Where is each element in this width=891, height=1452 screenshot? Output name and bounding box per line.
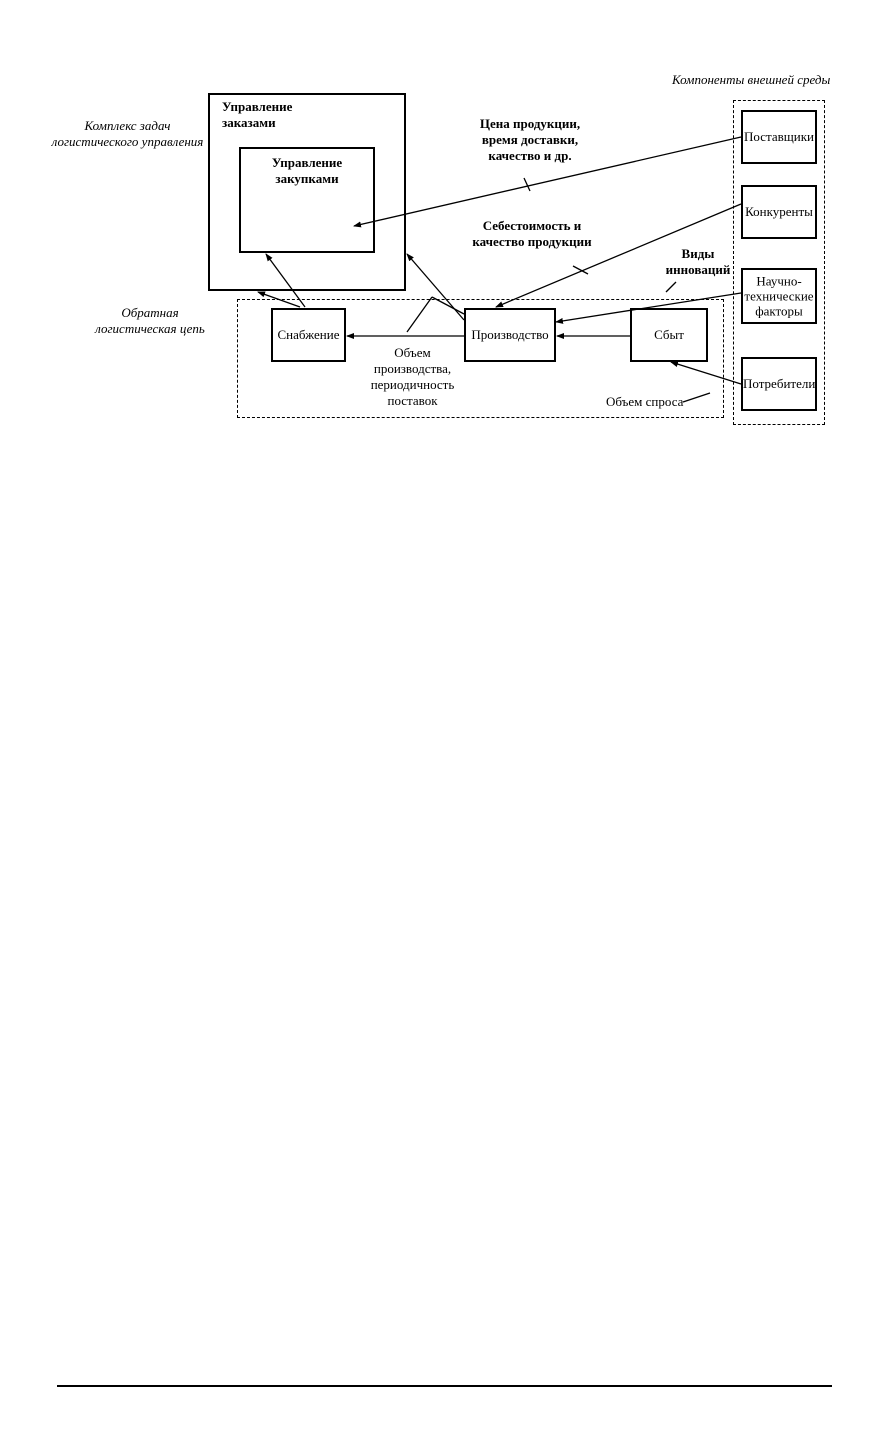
tick-cost: [572, 265, 589, 275]
supply-label: Снабжение: [277, 327, 340, 342]
page-bottom-rule: [57, 1385, 832, 1387]
tick-price: [523, 177, 531, 192]
purchase-management-box: Управление закупками: [239, 147, 375, 253]
reverse-chain-container: [237, 299, 724, 418]
external-environment-label: Компоненты внешней среды: [672, 72, 831, 87]
tick-innovations: [665, 281, 677, 293]
price-flow-label: Цена продукции, время доставки, качество…: [479, 116, 581, 163]
competitors-box: Конкуренты: [741, 185, 817, 239]
cost-flow-label: Себестоимость и качество продукции: [472, 218, 592, 249]
sales-box: Сбыт: [630, 308, 708, 362]
demand-flow-label: Объем спроса: [606, 394, 684, 409]
sci-tech-factors-label: Научно- технические факторы: [744, 273, 814, 319]
suppliers-label: Поставщики: [744, 129, 814, 144]
supply-box: Снабжение: [271, 308, 346, 362]
reverse-chain-label: Обратная логистическая цепь: [95, 305, 205, 336]
sci-tech-factors-box: Научно- технические факторы: [741, 268, 817, 324]
consumers-label: Потребители: [743, 376, 816, 391]
production-label: Производство: [471, 327, 549, 342]
task-complex-label: Комплекс задач логистического управления: [51, 118, 204, 149]
sales-label: Сбыт: [654, 327, 684, 342]
production-box: Производство: [464, 308, 556, 362]
order-management-label: Управление заказами: [222, 99, 293, 130]
purchase-management-label: Управление закупками: [271, 155, 343, 186]
consumers-box: Потребители: [741, 357, 817, 411]
competitors-label: Конкуренты: [745, 204, 813, 219]
suppliers-box: Поставщики: [741, 110, 817, 164]
volume-flow-label: Объем производства, периодичность постав…: [370, 345, 455, 408]
innovations-flow-label: Виды инноваций: [665, 246, 731, 277]
